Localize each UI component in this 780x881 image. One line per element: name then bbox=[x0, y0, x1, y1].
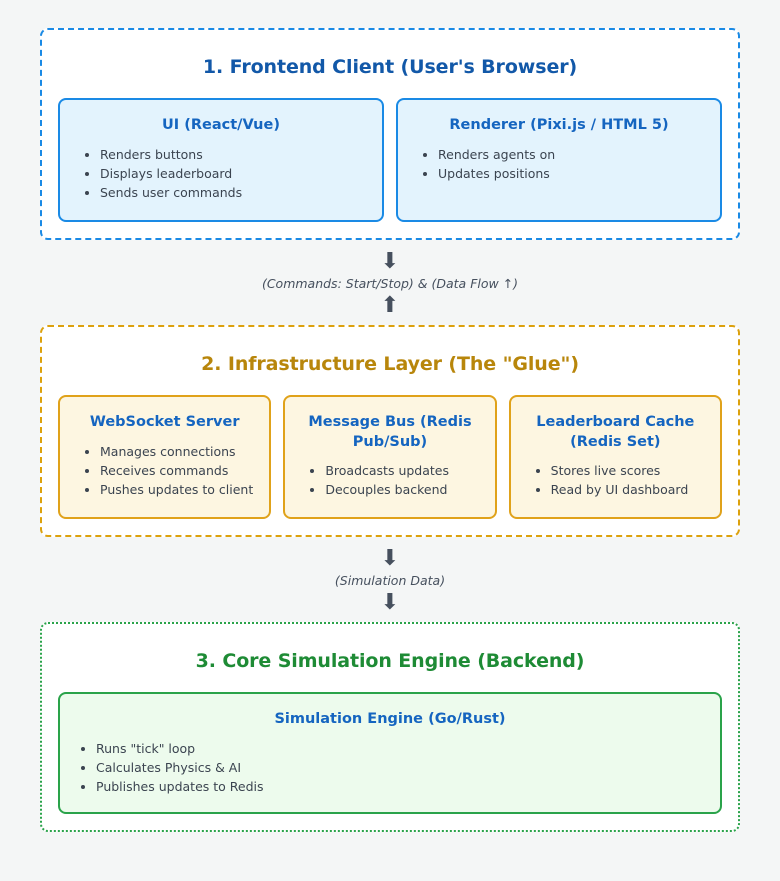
card-leaderboard-cache[interactable]: Leaderboard Cache (Redis Set) Stores liv… bbox=[508, 395, 722, 520]
card-title-renderer: Renderer (Pixi.js / HTML 5) bbox=[449, 117, 669, 133]
layer-title-core-engine: 3. Core Simulation Engine (Backend) bbox=[195, 650, 585, 673]
list-item: Runs "tick" loop bbox=[96, 740, 708, 758]
layer-title-infrastructure: 2. Infrastructure Layer (The "Glue") bbox=[201, 353, 579, 376]
card-title-websocket-server: WebSocket Server bbox=[89, 414, 240, 431]
card-title-ui: UI (React/Vue) bbox=[162, 117, 280, 133]
card-row-core-engine: Simulation Engine (Go/Rust) Runs "tick" … bbox=[58, 692, 722, 815]
connector-frontend-to-infrastructure: ⬇ (Commands: Start/Stop) & (Data Flow ↑)… bbox=[40, 240, 740, 325]
list-item: Decouples backend bbox=[325, 481, 482, 499]
connector-infrastructure-to-core: ⬇ (Simulation Data) ⬇ bbox=[40, 537, 740, 622]
list-item: Receives commands bbox=[100, 462, 257, 480]
card-list-renderer: Renders agents on Updates positions bbox=[410, 146, 708, 183]
card-title-simulation-engine: Simulation Engine (Go/Rust) bbox=[274, 711, 506, 728]
list-item: Stores live scores bbox=[551, 462, 708, 480]
list-item: Renders buttons bbox=[100, 146, 370, 164]
list-item: Manages connections bbox=[100, 443, 257, 461]
connector-label-simulation-data: (Simulation Data) bbox=[334, 573, 446, 589]
layer-frontend-client: 1. Frontend Client (User's Browser) UI (… bbox=[40, 28, 740, 240]
list-item: Displays leaderboard bbox=[100, 165, 370, 183]
list-item: Publishes updates to Redis bbox=[96, 778, 708, 796]
card-list-simulation-engine: Runs "tick" loop Calculates Physics & AI… bbox=[72, 740, 708, 796]
card-simulation-engine[interactable]: Simulation Engine (Go/Rust) Runs "tick" … bbox=[58, 692, 722, 815]
card-row-infrastructure: WebSocket Server Manages connections Rec… bbox=[58, 395, 722, 520]
card-message-bus[interactable]: Message Bus (Redis Pub/Sub) Broadcasts u… bbox=[283, 395, 497, 520]
card-list-message-bus: Broadcasts updates Decouples backend bbox=[297, 462, 482, 499]
list-item: Broadcasts updates bbox=[325, 462, 482, 480]
card-title-leaderboard-cache: Leaderboard Cache (Redis Set) bbox=[536, 414, 695, 450]
card-renderer[interactable]: Renderer (Pixi.js / HTML 5) Renders agen… bbox=[396, 98, 722, 222]
card-list-websocket-server: Manages connections Receives commands Pu… bbox=[72, 443, 257, 499]
arrow-down-icon: ⬇ bbox=[380, 546, 400, 572]
arrow-up-icon: ⬆ bbox=[380, 293, 400, 319]
architecture-diagram: 1. Frontend Client (User's Browser) UI (… bbox=[0, 0, 780, 832]
arrow-down-icon: ⬇ bbox=[380, 590, 400, 616]
layer-infrastructure: 2. Infrastructure Layer (The "Glue") Web… bbox=[40, 325, 740, 538]
layer-core-simulation-engine: 3. Core Simulation Engine (Backend) Simu… bbox=[40, 622, 740, 833]
card-row-frontend: UI (React/Vue) Renders buttons Displays … bbox=[58, 98, 722, 222]
list-item: Sends user commands bbox=[100, 184, 370, 202]
list-item: Renders agents on bbox=[438, 146, 708, 164]
connector-label-commands: (Commands: Start/Stop) & (Data Flow ↑) bbox=[261, 276, 519, 292]
list-item: Pushes updates to client bbox=[100, 481, 257, 499]
list-item: Updates positions bbox=[438, 165, 708, 183]
arrow-down-icon: ⬇ bbox=[380, 249, 400, 274]
card-list-ui: Renders buttons Displays leaderboard Sen… bbox=[72, 146, 370, 202]
card-websocket-server[interactable]: WebSocket Server Manages connections Rec… bbox=[58, 395, 272, 520]
layer-title-frontend: 1. Frontend Client (User's Browser) bbox=[202, 56, 578, 78]
card-title-message-bus: Message Bus (Redis Pub/Sub) bbox=[308, 414, 472, 450]
list-item: Read by UI dashboard bbox=[551, 481, 708, 499]
list-item: Calculates Physics & AI bbox=[96, 759, 708, 777]
card-ui[interactable]: UI (React/Vue) Renders buttons Displays … bbox=[58, 98, 384, 222]
card-list-leaderboard-cache: Stores live scores Read by UI dashboard bbox=[523, 462, 708, 499]
